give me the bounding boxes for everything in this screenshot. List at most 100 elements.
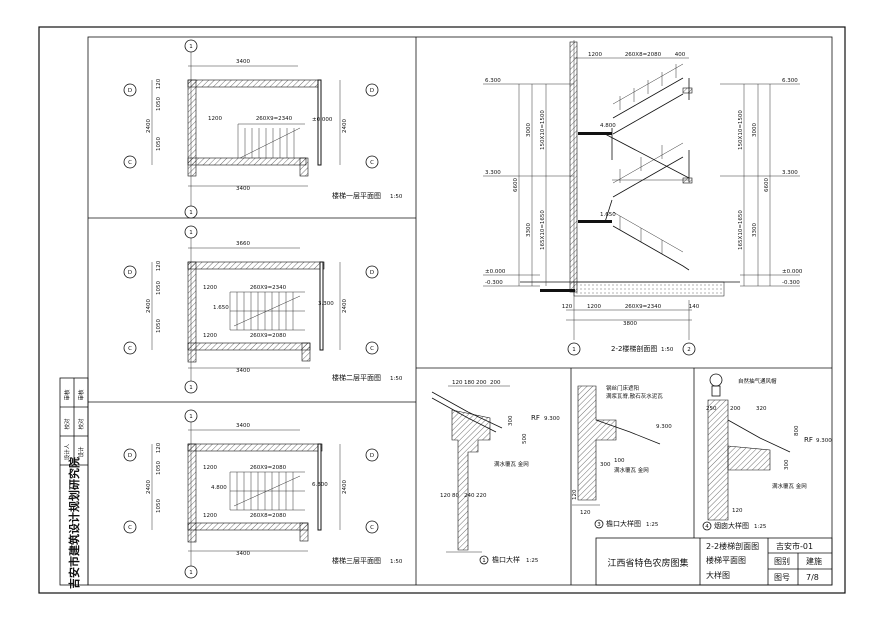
plan1-top-dim: 3400	[236, 59, 250, 65]
plan2-stair-dim-top: 260X9=2340	[250, 285, 287, 291]
section-r-height-1500: 150X10=1500	[738, 110, 744, 150]
plan1-axis-c-left: C	[128, 160, 132, 166]
plan3-side-c: 120	[156, 442, 162, 453]
detail1-dim-6: 500	[522, 433, 528, 444]
plan1-title: 楼梯一层平面图	[332, 191, 381, 200]
plan1-axis-bottom: 1	[189, 210, 193, 216]
section-level-right-3: ±0.000	[782, 269, 803, 275]
section-r-height-3300: 3300	[752, 223, 758, 237]
section-top-dim-2: 260X8=2080	[625, 52, 662, 58]
detail4-title: 烟囱大样图	[714, 521, 749, 530]
plan1-level: ±0.000	[312, 117, 333, 123]
plan1-side-c: 120	[156, 78, 162, 89]
plan3-top-dim: 3400	[236, 423, 250, 429]
plan2-axis-c-right: C	[370, 346, 374, 352]
section-title: 2-2楼梯剖面图	[611, 344, 657, 353]
detail1-dim-1: 120	[452, 380, 463, 386]
plan1-side-total: 2400	[146, 119, 152, 133]
plan2-side-a: 1050	[156, 281, 162, 295]
detail1-dim-10: 220	[476, 493, 487, 499]
plan1-side-b: 1050	[156, 137, 162, 151]
plan3-level-b: 6.300	[312, 482, 328, 488]
section-r-height-1650: 165X10=1650	[738, 210, 744, 250]
section-height-3000: 3000	[526, 123, 532, 137]
detail1-scale: 1:25	[526, 558, 539, 564]
section-bottom-total: 3800	[623, 321, 637, 327]
detail3-note-1: 钢丝门床遮阳	[606, 384, 639, 392]
section-level-right-2: 3.300	[782, 170, 798, 176]
section-mid-level-1: 4.800	[600, 123, 616, 129]
detail1-num: 1	[482, 558, 486, 564]
plan1-side-total-r: 2400	[342, 119, 348, 133]
section-mid-level-2: 1.650	[600, 212, 616, 218]
section-bottom-dim-1: 120	[562, 304, 573, 310]
institute-name: 吉安市建筑设计规划研究院	[67, 457, 81, 589]
plan3-axis-top: 1	[189, 414, 193, 420]
detail4-num: 4	[705, 524, 709, 530]
plan1-left-dim: 1200	[208, 116, 222, 122]
side-row-e: 设计人	[63, 443, 71, 460]
detail3-dim-1: 120	[572, 489, 578, 500]
plan3-stair-dim-top: 260X9=2080	[250, 465, 287, 471]
plan-floor-1: 1 1 D C D C 3400 1200 260X9=2340 ±0.000	[123, 39, 403, 219]
plan2-level-a: 1.650	[213, 305, 229, 311]
plan-floor-3: 1 1 D C D C 3400 1200 260	[123, 409, 403, 579]
inner-border	[87, 36, 833, 586]
section-r-height-6600: 6600	[764, 178, 770, 192]
plan1-axis-d-right: D	[370, 88, 374, 94]
detail4-elev: 9.300	[816, 438, 832, 444]
side-strip: 审核 审核 校对 校对 设计人 设计 吉安市建筑设计规划研究院	[59, 377, 89, 589]
plan1-side-a: 1050	[156, 97, 162, 111]
section-top-dim-1: 1200	[588, 52, 602, 58]
detail4-dim-3: 320	[756, 406, 767, 412]
plan3-side-total: 2400	[146, 480, 152, 494]
title-cat-label: 图别	[774, 557, 790, 566]
section-r-height-3000: 3000	[752, 123, 758, 137]
detail4-dim-6: 120	[732, 508, 743, 514]
title-no-value: 7/8	[806, 573, 819, 582]
detail4-dim-4: 800	[794, 425, 800, 436]
title-cat-value: 建施	[806, 556, 822, 566]
side-row-c: 校对	[63, 418, 71, 430]
detail3-dim-2: 120	[580, 510, 591, 516]
side-row-f: 设计	[77, 446, 85, 458]
plan3-title: 楼梯三层平面图	[332, 556, 381, 565]
detail4-note-2: 满水覆瓦 金网	[772, 482, 807, 490]
detail-chimney-4: 自然抽气通风帽 250 200 320 800 300 120 RF 9.300…	[702, 373, 832, 531]
plan1-axis-top: 1	[189, 44, 193, 50]
side-row-b: 审核	[77, 389, 85, 401]
outer-border	[38, 26, 846, 594]
section-level-right-1: 6.300	[782, 78, 798, 84]
plan3-axis-d-right: D	[370, 453, 374, 459]
plan3-left-dim-top: 1200	[203, 465, 217, 471]
section-level-right-4: -0.300	[782, 280, 800, 286]
detail3-num: 3	[597, 522, 601, 528]
detail3-elev: 9.300	[656, 424, 672, 430]
detail4-rf: RF	[804, 436, 813, 444]
plan2-left-dim-top: 1200	[203, 285, 217, 291]
detail4-dim-2: 200	[730, 406, 741, 412]
plan2-axis-bottom: 1	[189, 385, 193, 391]
title-code: 吉安市-01	[776, 541, 813, 551]
detail1-dim-2: 180	[464, 380, 475, 386]
detail3-note-2: 满浆瓦脊,散石灰水泥瓦	[606, 392, 663, 400]
section-top-dim-3: 400	[675, 52, 686, 58]
plan2-bottom-dim: 3400	[236, 368, 250, 374]
plan2-axis-d-right: D	[370, 270, 374, 276]
plan2-scale: 1:50	[390, 376, 403, 382]
plan-floor-2: 1 1 D C D C 3660 1200 260	[123, 225, 403, 394]
detail1-dim-9: 240	[464, 493, 475, 499]
plan2-left-dim-bottom: 1200	[203, 333, 217, 339]
detail4-dim-1: 250	[706, 406, 717, 412]
title-drawing-line-3: 大样图	[706, 570, 730, 580]
title-drawing-line-1: 2-2楼梯剖面图	[706, 541, 759, 551]
detail3-scale: 1:25	[646, 522, 659, 528]
detail-eave-3: 120 120 300 100 钢丝门床遮阳 满浆瓦脊,散石灰水泥瓦 满水覆瓦 …	[572, 384, 672, 529]
section-level-left-4: -0.300	[485, 280, 503, 286]
detail1-note: 满水覆瓦 金网	[494, 460, 529, 468]
side-row-d: 校对	[77, 418, 85, 430]
section-bottom-dim-2: 1200	[587, 304, 601, 310]
plan3-stair-dim-bottom: 260X8=2080	[250, 513, 287, 519]
plan2-axis-c-left: C	[128, 346, 132, 352]
detail1-elev: 9.300	[544, 416, 560, 422]
